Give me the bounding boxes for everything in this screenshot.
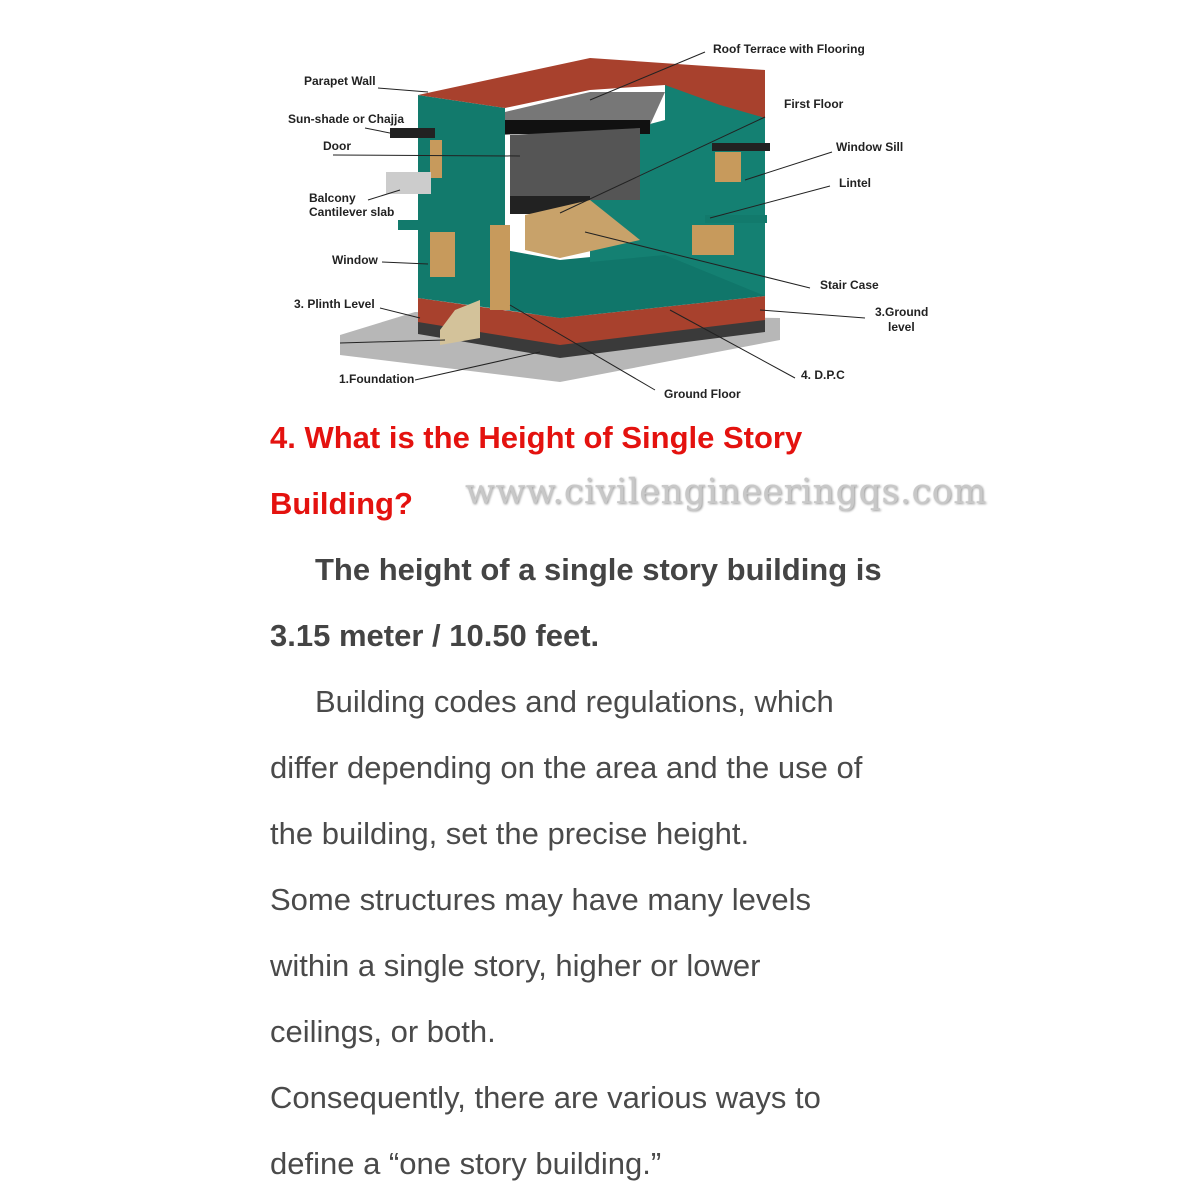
- label-ground-level-2: level: [888, 320, 915, 334]
- label-cantilever-slab: Cantilever slab: [309, 205, 394, 219]
- body-line: differ depending on the area and the use…: [270, 750, 863, 785]
- label-dpc: 4. D.P.C: [801, 368, 845, 382]
- label-window: Window: [332, 253, 379, 267]
- label-plinth-level: 3. Plinth Level: [294, 297, 375, 311]
- label-foundation: 1.Foundation: [339, 372, 414, 386]
- label-stair-case: Stair Case: [820, 278, 879, 292]
- interior: [510, 128, 640, 200]
- label-ground-floor: Ground Floor: [664, 387, 741, 401]
- body-line: Consequently, there are various ways to: [270, 1080, 821, 1115]
- label-balcony: Balcony: [309, 191, 356, 205]
- label-door: Door: [323, 139, 351, 153]
- body-line: ceilings, or both.: [270, 1014, 496, 1049]
- body-line: define a “one story building.”: [270, 1146, 662, 1181]
- stair-case: [525, 200, 640, 258]
- label-sun-shade: Sun-shade or Chajja: [288, 112, 404, 126]
- window-right-lower: [692, 225, 734, 255]
- label-first-floor: First Floor: [784, 97, 844, 111]
- answer-text: The height of a single story building is: [315, 552, 882, 587]
- answer-text-cont: 3.15 meter / 10.50 feet.: [270, 618, 600, 653]
- parapet-brick: [418, 58, 765, 118]
- upper-door: [430, 140, 442, 178]
- body-line: Building codes and regulations, which: [315, 684, 834, 719]
- ground-door: [490, 225, 510, 310]
- body-line: the building, set the precise height.: [270, 816, 750, 851]
- label-window-sill: Window Sill: [836, 140, 903, 154]
- section-heading: 4. What is the Height of Single Story: [270, 420, 803, 455]
- label-parapet-wall: Parapet Wall: [304, 74, 376, 88]
- label-roof-terrace: Roof Terrace with Flooring: [713, 42, 865, 56]
- balcony: [386, 172, 431, 194]
- label-lintel: Lintel: [839, 176, 871, 190]
- plinth-brick: [418, 296, 765, 345]
- window-right-upper: [715, 152, 741, 182]
- label-ground-level: 3.Ground: [875, 305, 928, 319]
- watermark: www.civilengineeringqs.com: [465, 472, 987, 512]
- body-line: Some structures may have many levels: [270, 882, 811, 917]
- entrance-steps: [440, 300, 480, 345]
- building-components-diagram: Roof Terrace with Flooring Parapet Wall …: [288, 42, 928, 401]
- section-heading-cont: Building?: [270, 486, 413, 521]
- body-line: within a single story, higher or lower: [270, 948, 761, 983]
- window-left: [430, 232, 455, 277]
